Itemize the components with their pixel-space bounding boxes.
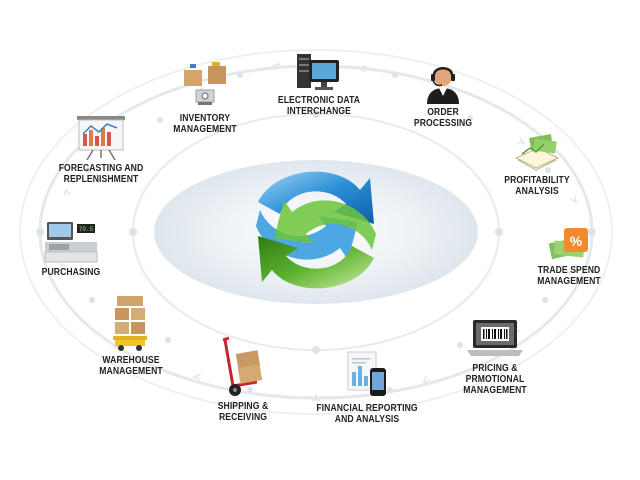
node-label: PRICING & PRMOTIONAL MANAGEMENT — [463, 363, 527, 396]
report-phone-icon — [347, 351, 386, 396]
chart-board-icon — [77, 116, 125, 160]
hand-truck-icon — [222, 336, 263, 396]
node-order-processing: ORDER PROCESSING — [378, 62, 508, 129]
node-warehouse: WAREHOUSE MANAGEMENT — [66, 294, 196, 377]
stacked-boxes-icon — [113, 296, 147, 351]
circular-arrows-icon — [256, 171, 376, 289]
node-label: ELECTRONIC DATA INTERCHANGE — [277, 95, 361, 117]
node-forecasting: FORECASTING AND REPLENISHMENT — [36, 114, 166, 185]
node-pricing: PRICING & PRMOTIONAL MANAGEMENT — [430, 318, 560, 396]
node-label: PURCHASING — [41, 267, 101, 278]
laptop-barcode-icon — [467, 320, 523, 356]
node-edi: ELECTRONIC DATA INTERCHANGE — [254, 52, 384, 117]
node-label: WAREHOUSE MANAGEMENT — [99, 355, 163, 377]
center-glow — [154, 160, 478, 304]
outer-ring — [19, 49, 613, 415]
server-monitor-icon — [297, 54, 339, 90]
node-label: INVENTORY MANAGEMENT — [173, 113, 237, 135]
node-trade-spend: % TRADE SPEND MANAGEMENT — [504, 226, 634, 287]
boxes-scale-icon — [184, 62, 226, 105]
svg-text:70.5: 70.5 — [79, 226, 94, 233]
node-label: SHIPPING & RECEIVING — [217, 401, 269, 423]
node-inventory: INVENTORY MANAGEMENT — [140, 60, 270, 135]
node-label: PROFITABILITY ANALYSIS — [504, 175, 570, 197]
discount-money-icon: % — [548, 228, 588, 260]
node-financial: FINANCIAL REPORTING AND ANALYSIS — [302, 350, 432, 425]
node-shipping: SHIPPING & RECEIVING — [178, 336, 308, 423]
svg-text:%: % — [570, 233, 583, 249]
node-label: ORDER PROCESSING — [413, 107, 473, 129]
money-ledger-icon — [514, 134, 560, 171]
cash-register-icon: 70.5 — [44, 222, 98, 263]
node-profitability: PROFITABILITY ANALYSIS — [472, 132, 602, 197]
node-label: FORECASTING AND REPLENISHMENT — [58, 163, 144, 185]
node-purchasing: 70.5 PURCHASING — [6, 220, 136, 278]
ring-dots — [36, 72, 596, 393]
node-label: FINANCIAL REPORTING AND ANALYSIS — [316, 403, 418, 425]
node-label: TRADE SPEND MANAGEMENT — [537, 265, 601, 287]
headset-operator-icon — [427, 67, 459, 104]
